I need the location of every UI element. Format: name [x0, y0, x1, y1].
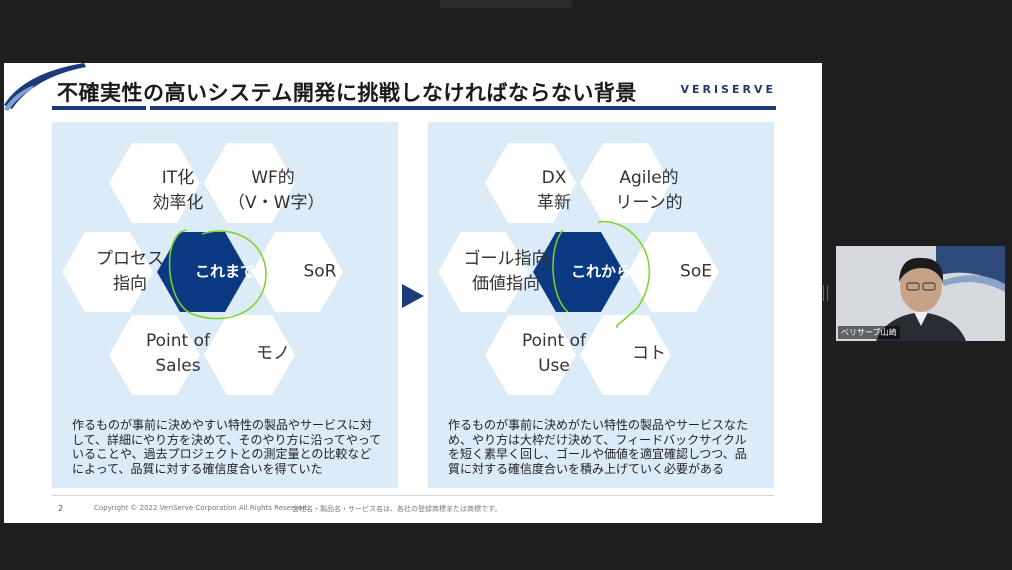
hex-bottom-left — [485, 315, 576, 395]
hex-cluster-after — [438, 143, 719, 395]
trademark-disclaimer: 会社名・製品名・サービス名は、各社の登録商標または商標です。 — [292, 505, 502, 513]
panel-before: IT化効率化 WF的（V・W字） プロセス指向 これまで SoR Point o… — [52, 122, 398, 488]
presentation-slide: 不確実性の高いシステム開発に挑戦しなければならない背景 VERISERVE IT… — [4, 63, 822, 523]
hex-label-center: これまで — [194, 262, 255, 281]
hex-bottom-right — [204, 315, 295, 395]
hex-label-top-right: WF的（V・W字） — [228, 168, 325, 213]
annotation-circle — [552, 220, 650, 328]
hex-label-mid-right: SoE — [680, 261, 712, 282]
page-number: 2 — [58, 504, 64, 513]
hex-top-right — [204, 143, 295, 223]
hex-cluster-before — [62, 143, 343, 395]
footer-divider — [52, 495, 774, 496]
slide-title: 不確実性の高いシステム開発に挑戦しなければならない背景 — [57, 81, 637, 105]
top-toolbar-handle[interactable] — [440, 0, 572, 8]
hex-bottom-right — [580, 315, 671, 395]
panel-resize-handle[interactable] — [823, 285, 828, 301]
hex-label-mid-right: SoR — [303, 261, 337, 282]
hex-label-top-left: IT化効率化 — [152, 168, 204, 213]
hex-top-left — [109, 143, 200, 223]
hex-bottom-left — [109, 315, 200, 395]
hex-mid-left — [62, 232, 153, 312]
panel-description: 作るものが事前に決めやすい特性の製品やサービスに対して、詳細にやり方を決めて、そ… — [72, 418, 382, 476]
hex-label-bottom-right: モノ — [256, 343, 290, 364]
brand-logo: VERISERVE — [680, 83, 776, 96]
slide-corner-decoration — [4, 63, 86, 111]
hex-label-center: これから — [570, 262, 631, 281]
hex-mid-right — [628, 232, 719, 312]
hex-label-mid-left: プロセス指向 — [96, 249, 164, 294]
copyright-text: Copyright © 2022 VeriServe Corporation A… — [94, 504, 307, 512]
transition-arrow — [402, 284, 424, 308]
hex-label-top-right: Agile的リーン的 — [615, 168, 683, 213]
hex-mid-left — [438, 232, 529, 312]
panel-description: 作るものが事前に決めがたい特性の製品やサービスなため、やり方は大枠だけ決めて、フ… — [448, 418, 749, 476]
title-underline-short — [52, 106, 146, 110]
hex-label-bottom-right: コト — [632, 343, 666, 364]
participant-name-label: ベリサーブ山崎 — [838, 326, 900, 339]
participant-video-feed — [836, 246, 1005, 341]
hex-top-left — [485, 143, 576, 223]
hex-center — [157, 232, 248, 312]
annotation-circle — [168, 229, 267, 320]
hex-top-right — [580, 143, 671, 223]
participant-video-tile[interactable]: ベリサーブ山崎 — [836, 246, 1005, 341]
hex-mid-right — [252, 232, 343, 312]
hex-label-mid-left: ゴール指向価値指向 — [463, 249, 549, 294]
title-underline-long — [150, 106, 776, 110]
